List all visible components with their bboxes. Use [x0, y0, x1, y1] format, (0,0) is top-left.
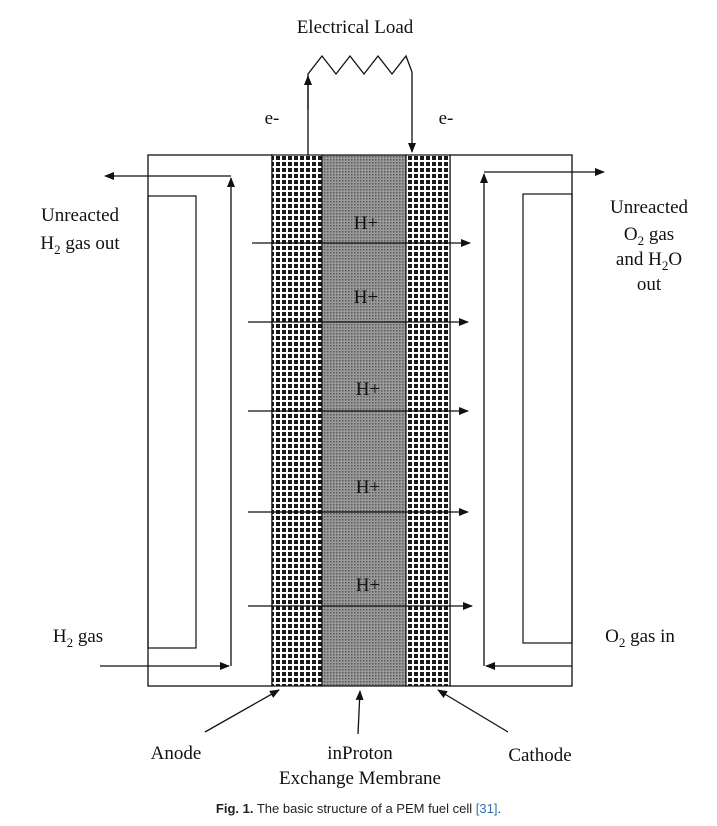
cathode-flow-channel [522, 193, 573, 644]
anode-label: Anode [151, 743, 202, 764]
membrane-label-line1: inProton [327, 743, 393, 764]
figure-caption: Fig. 1. The basic structure of a PEM fue… [0, 801, 717, 816]
membrane-label-line2: Exchange Membrane [279, 768, 441, 789]
proton-label-3: H+ [356, 379, 380, 400]
electrical-load-label: Electrical Load [297, 17, 414, 38]
caption-text: The basic structure of a PEM fuel cell [253, 801, 476, 816]
electron-label-right: e- [439, 108, 454, 129]
citation-link[interactable]: [31] [475, 801, 498, 816]
proton-label-1: H+ [354, 213, 378, 234]
cathode-out-label-line2: O2 gas [624, 224, 674, 248]
proton-label-5: H+ [356, 575, 380, 596]
cathode-pointer-arrow [437, 689, 509, 733]
anode-pointer-arrow [204, 689, 280, 733]
h2-gas-in-label: H2 gas [53, 626, 103, 650]
caption-period: . [497, 801, 502, 816]
cathode-out-label-line1: Unreacted [610, 197, 689, 218]
anode-out-label-line1: Unreacted [41, 205, 120, 226]
anode-out-label-line2: H2 gas out [40, 233, 120, 257]
membrane-pointer-arrow [355, 690, 364, 735]
diagram-canvas: Electrical Load e- e- Unreacted H2 gas o… [40, 17, 689, 789]
electron-label-left: e- [265, 108, 280, 129]
proton-label-4: H+ [356, 477, 380, 498]
o2-gas-in-label: O2 gas in [605, 626, 675, 650]
proton-label-2: H+ [354, 287, 378, 308]
cathode-label: Cathode [508, 745, 571, 766]
electrical-load-resistor [307, 54, 413, 155]
figure-number: Fig. 1. [215, 801, 254, 816]
cathode-out-label-line4: out [637, 274, 662, 295]
cathode-out-label-line3: and H2O [616, 249, 682, 273]
anode-flow-channel [147, 195, 197, 649]
